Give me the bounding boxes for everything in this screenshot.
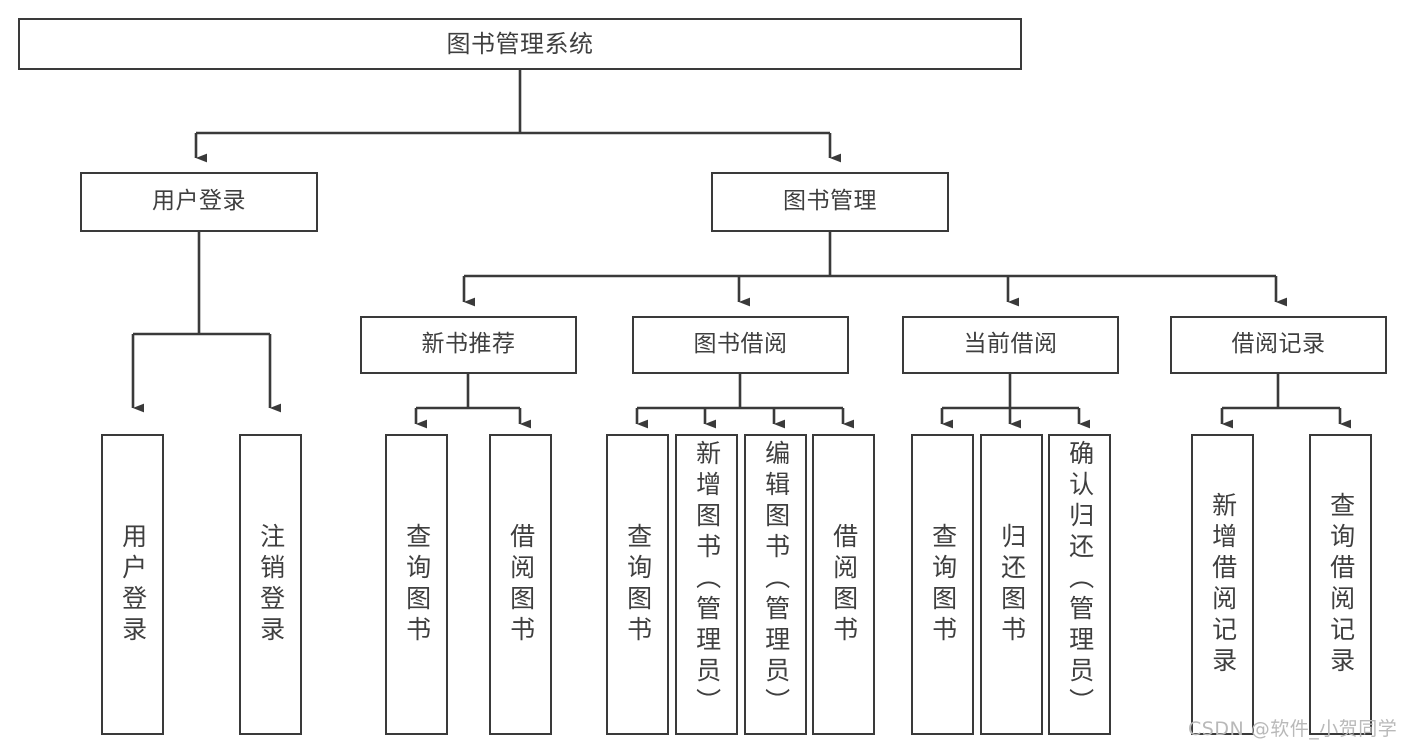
node-book-management[interactable]: 图书管理 (711, 172, 949, 232)
node-label: 查询图书 (402, 522, 432, 647)
node-label: 借阅记录 (1231, 331, 1326, 358)
node-root-book-management-system[interactable]: 图书管理系统 (18, 18, 1022, 70)
node-leaf-edit-book-admin[interactable]: 编辑图书（管理员） (744, 434, 807, 735)
node-label: 新增借阅记录 (1208, 491, 1238, 678)
node-label: 编辑图书（管理员） (761, 440, 791, 719)
node-label: 图书借阅 (693, 331, 788, 358)
node-label: 用户登录 (152, 188, 246, 215)
node-leaf-borrow-book[interactable]: 借阅图书 (812, 434, 875, 735)
node-label: 归还图书 (997, 522, 1027, 647)
node-leaf-confirm-return-admin[interactable]: 确认归还（管理员） (1048, 434, 1111, 735)
node-label: 查询借阅记录 (1326, 491, 1356, 678)
node-label: 查询图书 (928, 522, 958, 647)
node-label: 图书管理系统 (446, 29, 594, 58)
node-new-book-recommend[interactable]: 新书推荐 (360, 316, 577, 374)
node-current-borrow[interactable]: 当前借阅 (902, 316, 1119, 374)
node-label: 图书管理 (783, 188, 877, 215)
node-label: 新增图书（管理员） (692, 440, 722, 719)
node-leaf-query-borrow-record[interactable]: 查询借阅记录 (1309, 434, 1372, 735)
node-label: 用户登录 (118, 522, 148, 647)
node-book-borrow[interactable]: 图书借阅 (632, 316, 849, 374)
node-label: 注销登录 (256, 522, 286, 647)
node-leaf-query-book-borrow[interactable]: 查询图书 (606, 434, 669, 735)
node-leaf-logout-login[interactable]: 注销登录 (239, 434, 302, 735)
node-label: 借阅图书 (829, 522, 859, 647)
node-leaf-user-login[interactable]: 用户登录 (101, 434, 164, 735)
node-label: 新书推荐 (421, 331, 516, 358)
node-label: 当前借阅 (963, 331, 1058, 358)
node-leaf-return-book[interactable]: 归还图书 (980, 434, 1043, 735)
csdn-watermark: CSDN @软件_小贺同学 (1188, 718, 1398, 740)
node-leaf-query-book-recommend[interactable]: 查询图书 (385, 434, 448, 735)
node-leaf-add-borrow-record[interactable]: 新增借阅记录 (1191, 434, 1254, 735)
node-label: 查询图书 (623, 522, 653, 647)
node-leaf-add-book-admin[interactable]: 新增图书（管理员） (675, 434, 738, 735)
node-user-login[interactable]: 用户登录 (80, 172, 318, 232)
node-label: 确认归还（管理员） (1065, 440, 1095, 719)
node-borrow-record[interactable]: 借阅记录 (1170, 316, 1387, 374)
node-leaf-borrow-book-recommend[interactable]: 借阅图书 (489, 434, 552, 735)
node-leaf-query-book-current[interactable]: 查询图书 (911, 434, 974, 735)
node-label: 借阅图书 (506, 522, 536, 647)
